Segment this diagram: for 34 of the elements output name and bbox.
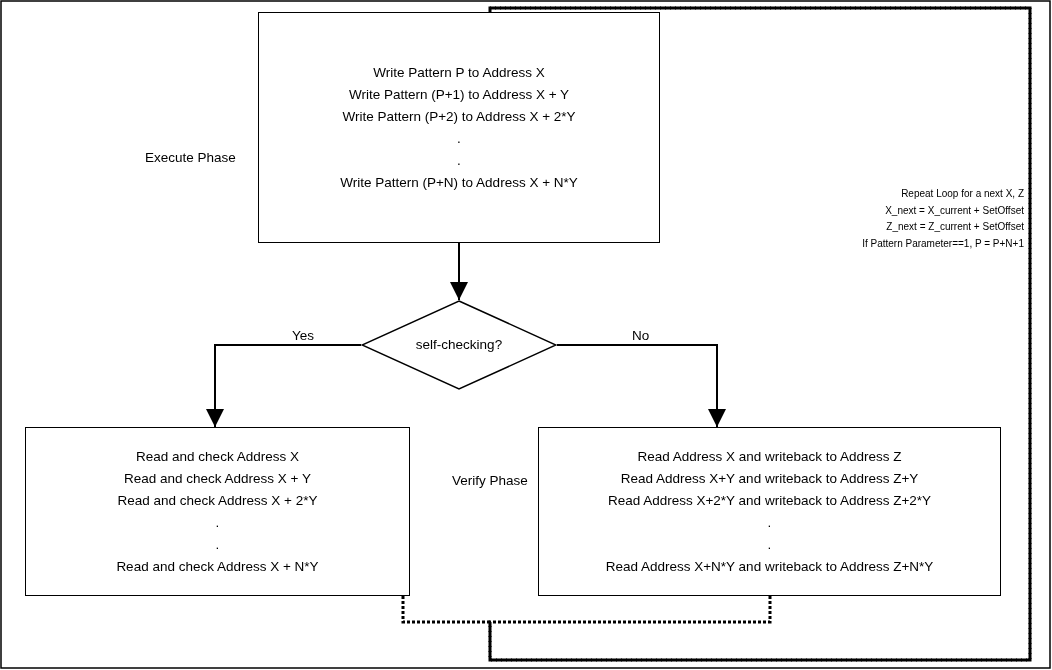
step-text: .	[457, 151, 461, 170]
arrow	[206, 344, 362, 428]
phase-label: Execute Phase	[145, 150, 236, 165]
loop-note: If Pattern Parameter==1, P = P+N+1	[862, 236, 1024, 251]
arrow	[556, 344, 726, 428]
process-box	[258, 12, 660, 243]
step-text: Write Pattern (P+2) to Address X + 2*Y	[342, 107, 576, 126]
step-text: .	[767, 513, 772, 532]
step-text: Write Pattern P to Address X	[373, 63, 545, 82]
step-text: Read and check Address X + N*Y	[116, 557, 319, 576]
step-text: Read Address X+Y and writeback to Address Z+Y	[620, 469, 919, 488]
edge-label: No	[630, 328, 652, 343]
edge-label: Yes	[290, 328, 317, 343]
step-text: .	[767, 535, 772, 554]
process-box	[538, 427, 1001, 596]
step-text: .	[457, 129, 461, 148]
step-text: .	[215, 513, 220, 532]
step-text: Read Address X+2*Y and writeback to Address Z+2*Y	[607, 491, 932, 510]
loop-note: Z_next = Z_current + SetOffset	[886, 220, 1024, 234]
process-box	[25, 427, 410, 596]
step-text: Write Pattern (P+1) to Address X + Y	[348, 85, 570, 104]
step-text: Read and check Address X + Y	[124, 469, 311, 488]
step-text: .	[215, 535, 220, 554]
arrow	[450, 242, 468, 301]
decision-text: self-checking?	[415, 336, 503, 354]
phase-label: Verify Phase	[452, 473, 528, 488]
step-text: Read Address X and writeback to Address Z	[637, 447, 902, 466]
loop-note: X_next = X_current + SetOffset	[885, 203, 1024, 218]
decision-diamond	[361, 300, 557, 390]
step-text: Read Address X+N*Y and writeback to Address Z+N*Y	[605, 557, 934, 576]
step-text: Write Pattern (P+N) to Address X + N*Y	[340, 173, 578, 192]
loop-note: Repeat Loop for a next X, Z	[901, 187, 1024, 201]
step-text: Read and check Address X	[136, 447, 299, 466]
step-text: Read and check Address X + 2*Y	[117, 491, 318, 510]
